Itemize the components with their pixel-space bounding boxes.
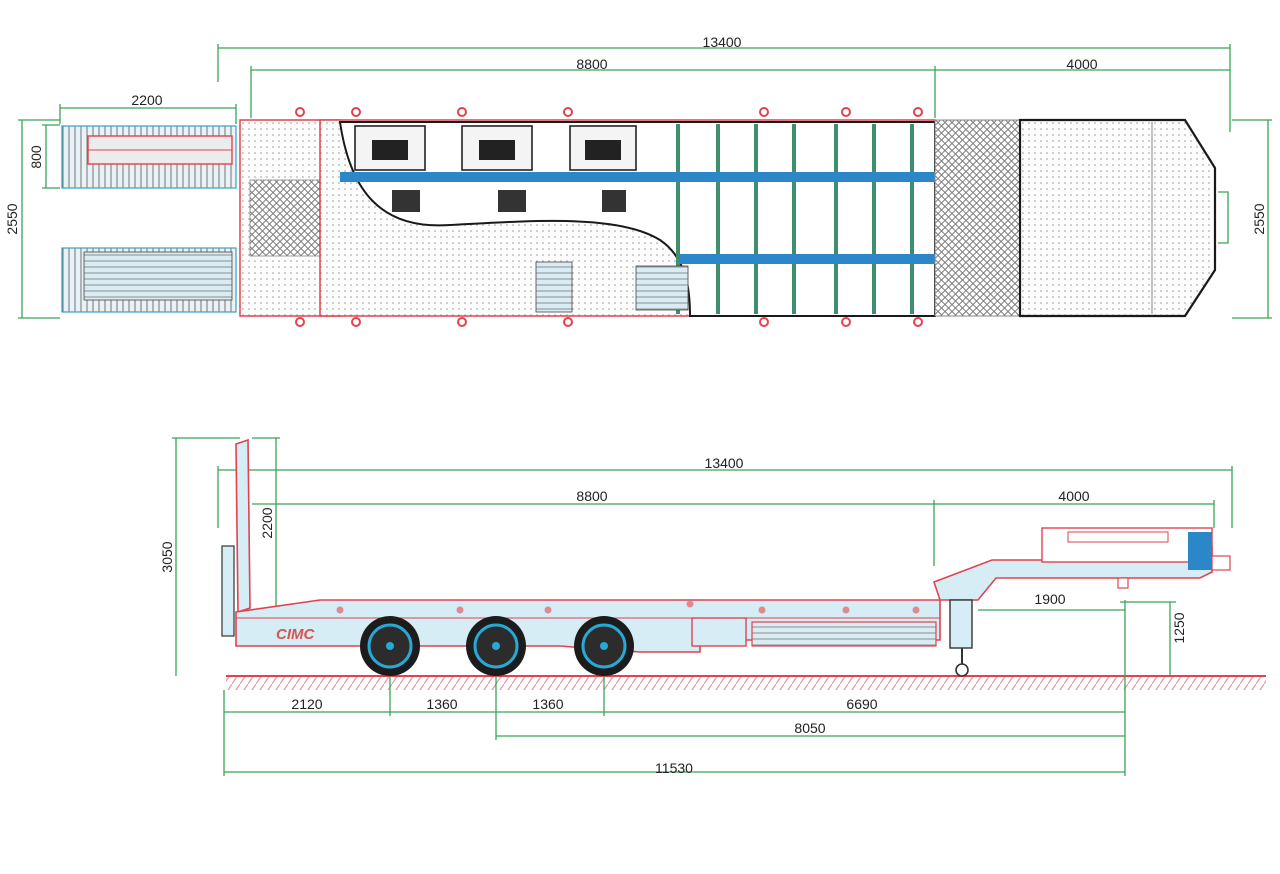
brand-logo: CIMC — [276, 626, 315, 643]
side-dim-ramp-height: 2200 — [259, 507, 275, 538]
side-dim-total-length: 13400 — [705, 455, 744, 471]
top-gooseneck-deck — [1018, 118, 1217, 318]
side-dim-axle-to-kingpin: 6690 — [846, 696, 877, 712]
side-dim-kingpin-offset: 1900 — [1034, 591, 1065, 607]
top-dim-gooseneck: 4000 — [1066, 56, 1097, 72]
side-gooseneck-inner — [1067, 531, 1169, 543]
top-rear-crosshatch — [249, 179, 331, 257]
side-view: 13400 8800 4000 3050 2200 1250 1900 2120… — [159, 437, 1266, 776]
side-dim-rear-to-kingpin: 11530 — [655, 760, 693, 776]
top-stake-pockets — [295, 107, 923, 327]
side-stake-pockets — [336, 600, 920, 614]
top-beam-upper — [340, 172, 935, 182]
side-front-light — [1211, 555, 1231, 571]
top-dim-total-length: 13400 — [703, 34, 742, 50]
side-wheels — [360, 616, 634, 676]
top-dim-ramp-width: 800 — [28, 145, 44, 169]
side-dim-rear-overhang: 2120 — [291, 696, 322, 712]
side-kingpin — [1117, 577, 1129, 589]
side-dim-overall-height: 3050 — [159, 541, 175, 572]
side-dim-gooseneck: 4000 — [1058, 488, 1089, 504]
top-ramp-lower — [61, 247, 237, 313]
top-dim-width-left: 2550 — [4, 203, 20, 234]
side-dimension-lines — [172, 437, 1233, 776]
top-lower-plate-2 — [635, 265, 689, 311]
top-beam-lower — [680, 254, 935, 264]
side-lower-rail — [751, 621, 937, 647]
side-front-cap — [1188, 532, 1212, 570]
top-gooseneck-front — [934, 119, 1021, 317]
side-dim-center-axle-to-kingpin: 8050 — [794, 720, 825, 736]
top-dim-width-right: 2550 — [1251, 203, 1267, 234]
side-dim-axle-spacing-2: 1360 — [532, 696, 563, 712]
side-gooseneck-box — [1041, 527, 1213, 563]
top-dimension-lines — [18, 44, 1272, 319]
top-axle-units — [354, 125, 637, 212]
side-dim-kingpin-height: 1250 — [1171, 612, 1187, 643]
side-rear-post — [221, 545, 235, 637]
top-lower-plate-1 — [535, 261, 573, 313]
side-dim-main-deck: 8800 — [576, 488, 607, 504]
top-dim-ramp-length: 2200 — [131, 92, 162, 108]
side-landing-leg — [949, 599, 973, 649]
side-dim-axle-spacing-1: 1360 — [426, 696, 457, 712]
side-toolbox — [691, 617, 747, 647]
side-landing-foot — [955, 663, 969, 677]
top-view: 13400 8800 4000 2200 800 2550 2550 — [4, 34, 1272, 327]
side-ramp — [235, 438, 251, 614]
top-dim-main-deck: 8800 — [576, 56, 607, 72]
ground-hatch — [226, 676, 1266, 690]
top-ramp-upper — [61, 125, 237, 189]
